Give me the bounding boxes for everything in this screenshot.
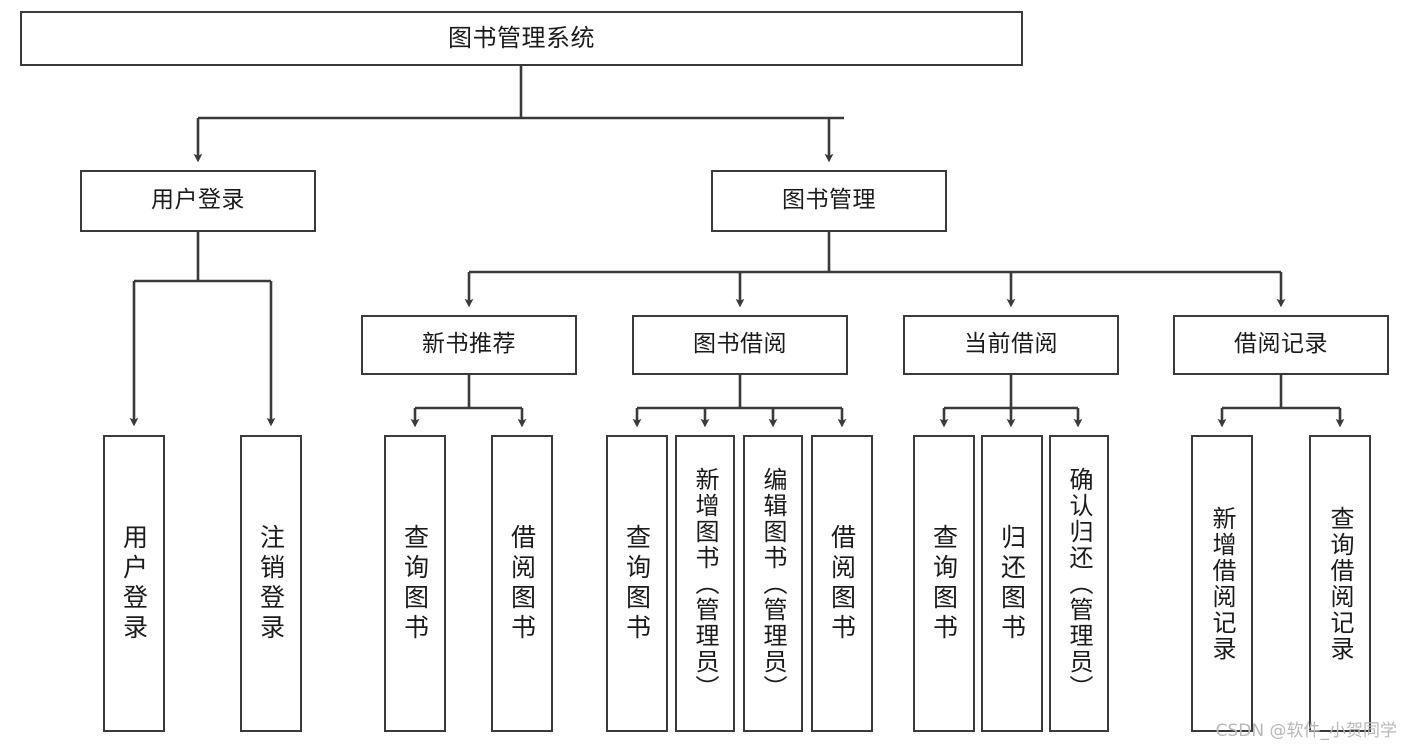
node-book-management[interactable]: 图书管理 bbox=[711, 170, 947, 232]
node-label: 借阅图书 bbox=[827, 523, 857, 644]
node-label: 归还图书 bbox=[997, 523, 1027, 644]
node-label: 新书推荐 bbox=[422, 331, 516, 358]
leaf-confirm-return[interactable]: 确认归还（管理员） bbox=[1049, 435, 1109, 732]
node-root-book-management-system[interactable]: 图书管理系统 bbox=[20, 11, 1023, 66]
node-label: 图书管理 bbox=[782, 187, 876, 214]
node-label: 借阅图书 bbox=[507, 523, 537, 644]
node-label: 借阅记录 bbox=[1234, 331, 1328, 358]
node-label: 注销登录 bbox=[256, 523, 286, 644]
node-book-borrow[interactable]: 图书借阅 bbox=[632, 315, 848, 375]
leaf-query-book-3[interactable]: 查询图书 bbox=[913, 435, 975, 732]
leaf-logout-login[interactable]: 注销登录 bbox=[240, 435, 302, 732]
leaf-add-book[interactable]: 新增图书（管理员） bbox=[675, 435, 735, 732]
node-label: 当前借阅 bbox=[964, 331, 1058, 358]
leaf-add-record[interactable]: 新增借阅记录 bbox=[1191, 435, 1253, 732]
watermark-text: CSDN @软件_小贺同学 bbox=[1215, 721, 1397, 741]
node-label: 查询图书 bbox=[929, 523, 959, 644]
leaf-return-book[interactable]: 归还图书 bbox=[981, 435, 1043, 732]
node-label: 查询图书 bbox=[622, 523, 652, 644]
node-label: 新增图书（管理员） bbox=[691, 466, 719, 701]
node-current-borrow[interactable]: 当前借阅 bbox=[903, 315, 1119, 375]
node-label: 新增借阅记录 bbox=[1208, 505, 1236, 662]
node-new-book-recommend[interactable]: 新书推荐 bbox=[361, 315, 577, 375]
leaf-borrow-book-1[interactable]: 借阅图书 bbox=[491, 435, 553, 732]
node-label: 用户登录 bbox=[119, 523, 149, 644]
leaf-query-book-2[interactable]: 查询图书 bbox=[606, 435, 668, 732]
node-label: 查询图书 bbox=[400, 523, 430, 644]
leaf-borrow-book-2[interactable]: 借阅图书 bbox=[811, 435, 873, 732]
node-label: 编辑图书（管理员） bbox=[759, 466, 787, 701]
node-label: 图书借阅 bbox=[693, 331, 787, 358]
node-borrow-record[interactable]: 借阅记录 bbox=[1173, 315, 1389, 375]
leaf-edit-book[interactable]: 编辑图书（管理员） bbox=[743, 435, 803, 732]
leaf-user-login[interactable]: 用户登录 bbox=[103, 435, 165, 732]
leaf-query-record[interactable]: 查询借阅记录 bbox=[1309, 435, 1371, 732]
node-label: 图书管理系统 bbox=[448, 24, 595, 53]
node-user-login[interactable]: 用户登录 bbox=[80, 170, 316, 232]
leaf-query-book-1[interactable]: 查询图书 bbox=[384, 435, 446, 732]
node-label: 确认归还（管理员） bbox=[1065, 466, 1093, 701]
node-label: 用户登录 bbox=[151, 187, 245, 214]
node-label: 查询借阅记录 bbox=[1326, 505, 1354, 662]
